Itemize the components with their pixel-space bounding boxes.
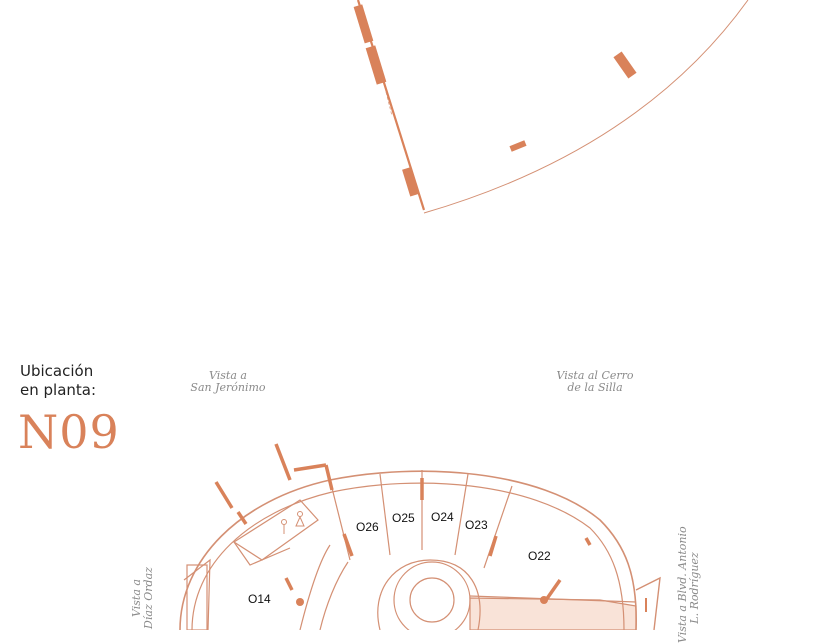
column-dot	[540, 596, 548, 604]
room-label-o25: O25	[392, 511, 415, 525]
accent-wall	[214, 481, 234, 509]
outer-wall-inner	[191, 482, 625, 630]
unit-code: N09	[18, 405, 120, 459]
room-label-o23: O23	[465, 518, 488, 532]
floor-plan: O26 O25 O24 O23 O22 O14	[179, 0, 749, 630]
room-label-o14: O14	[248, 592, 271, 606]
corridor	[299, 544, 331, 630]
top-column	[509, 140, 527, 152]
view-label-blvd-antonio: Vista a Blvd. Antonio L. Rodríguez	[676, 526, 701, 643]
accent-wall	[284, 577, 294, 591]
floor-plan-main	[179, 470, 661, 630]
top-wall-block	[402, 167, 419, 197]
room-label-o24: O24	[431, 510, 454, 524]
highlighted-unit	[469, 597, 637, 630]
room-label-o26: O26	[356, 520, 379, 534]
corridor	[319, 561, 349, 630]
view-label-cerro-silla: Vista al Cerro de la Silla	[556, 369, 634, 394]
left-wing	[183, 558, 211, 630]
outer-wall	[179, 470, 637, 630]
corridor-line	[469, 595, 637, 603]
accent-wall	[544, 578, 562, 602]
top-detail	[353, 0, 749, 214]
east-tip	[635, 576, 661, 630]
partition	[454, 473, 469, 556]
accent-wall	[236, 511, 248, 525]
heading-line-2: en planta:	[20, 381, 97, 399]
spiral-stair-inner	[409, 577, 455, 623]
accent-wall	[293, 463, 327, 472]
view-label-san-jeronimo: Vista a San Jerónimo	[190, 369, 266, 394]
top-wall-block	[365, 45, 387, 85]
accent-wall	[342, 533, 354, 557]
top-wall-block	[353, 4, 374, 44]
room-label-o22: O22	[528, 549, 551, 563]
top-column	[613, 51, 637, 79]
partition	[379, 473, 391, 556]
core-wall	[233, 541, 291, 566]
top-arc	[423, 0, 749, 214]
location-heading: Ubicación en planta:	[20, 362, 96, 400]
accent-wall	[324, 464, 334, 491]
spiral-ramp	[377, 559, 481, 630]
heading-line-1: Ubicación	[20, 362, 94, 380]
accent-wall	[274, 443, 292, 481]
stair-left	[186, 564, 208, 630]
accent-wall	[488, 535, 498, 557]
top-wall-dash	[385, 91, 393, 117]
service-core	[232, 499, 319, 561]
view-label-diaz-ordaz: Vista a Díaz Ordaz	[130, 567, 155, 629]
partition	[483, 485, 513, 569]
column-dot	[296, 598, 304, 606]
restroom-icon	[281, 511, 305, 534]
spiral-stair	[393, 561, 471, 630]
accent-wall	[584, 537, 592, 546]
accent-marks	[214, 443, 592, 602]
partition	[329, 479, 351, 561]
